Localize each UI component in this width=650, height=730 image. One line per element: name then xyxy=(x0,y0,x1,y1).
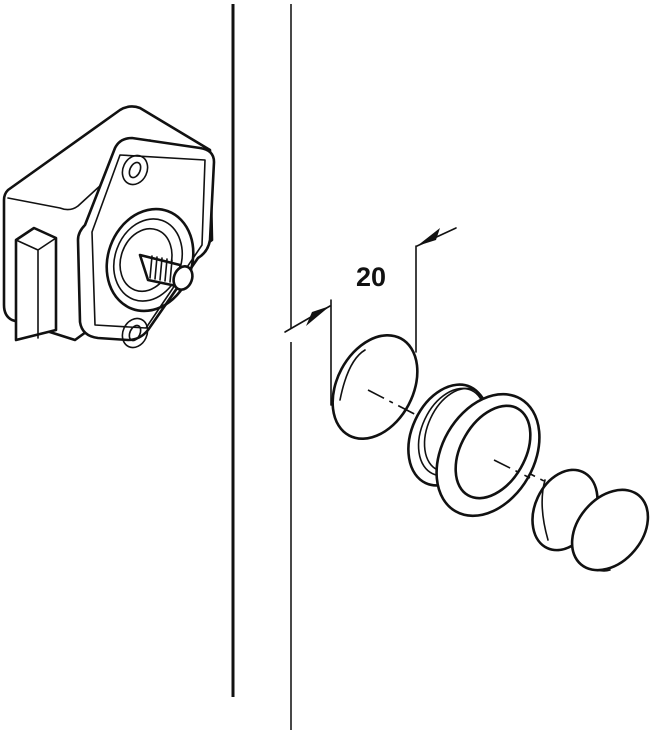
dimension-20 xyxy=(284,227,457,406)
drill-hole xyxy=(331,333,419,441)
push-button xyxy=(531,468,650,572)
dimension-label: 20 xyxy=(356,262,387,292)
lock-body xyxy=(2,105,216,349)
rosette-ring xyxy=(407,383,541,518)
